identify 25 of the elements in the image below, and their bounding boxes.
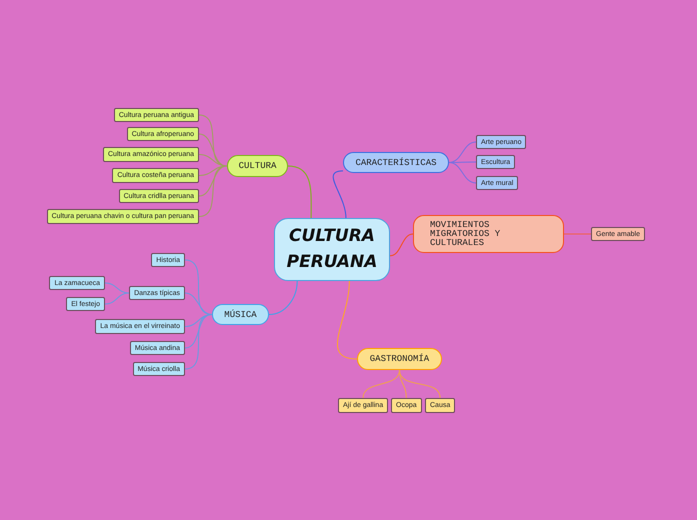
central-topic: CULTURA PERUANA [274, 218, 390, 281]
connector-line [268, 280, 298, 315]
connector-line [104, 292, 130, 304]
connector-line [448, 162, 476, 163]
branch-topic: GASTRONOMÍA [357, 348, 442, 370]
connector-line [198, 166, 228, 176]
connector-line [362, 370, 400, 398]
branch-topic: CARACTERÍSTICAS [343, 152, 449, 173]
connector-line [184, 314, 212, 348]
connector-line [448, 142, 476, 163]
connector-line [399, 370, 441, 398]
branch-topic: CULTURA [227, 155, 288, 177]
connector-line [184, 314, 212, 370]
branch-topic: MÚSICA [212, 304, 269, 325]
connector-line [184, 292, 212, 315]
connector-line [198, 166, 228, 217]
connector-line [390, 234, 414, 256]
connector-line [337, 280, 358, 360]
branch-topic: MOVIMIENTOS MIGRATORIOS Y CULTURALES [413, 215, 564, 253]
connector-line [448, 162, 476, 184]
connector-line [198, 134, 228, 166]
connector-line [198, 166, 228, 196]
connector-line [399, 370, 407, 398]
connector-line [332, 170, 346, 218]
connector-line [288, 166, 312, 218]
